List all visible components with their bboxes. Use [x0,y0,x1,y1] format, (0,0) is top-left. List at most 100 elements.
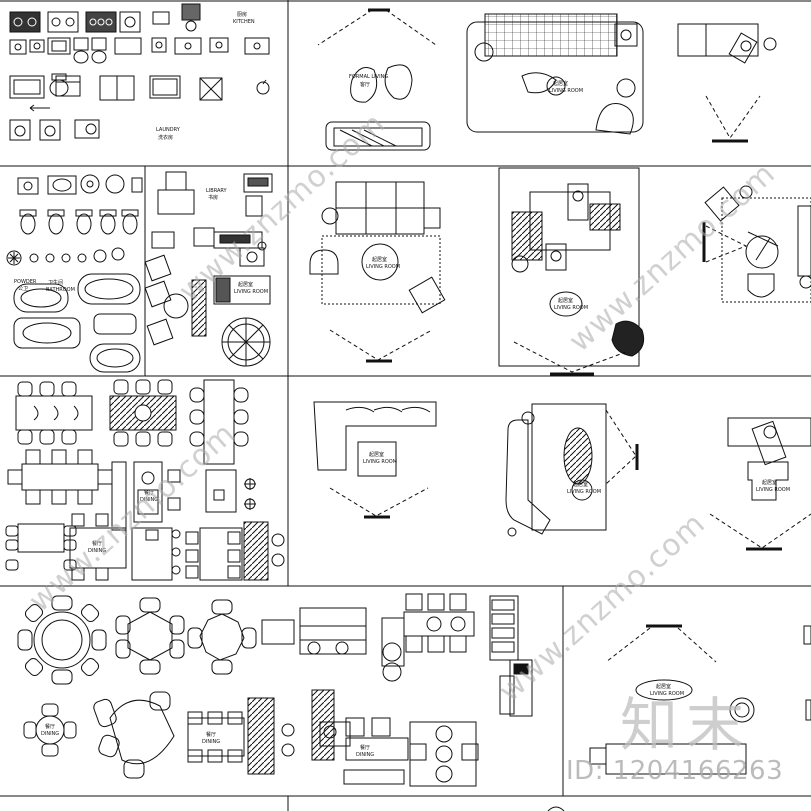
round-table-icon [115,597,185,675]
sink-icon [17,177,39,195]
dining-en-label: DINING [88,548,106,554]
living-room-en-label: LIVING ROOM [554,305,588,311]
dining-table-icon [205,469,237,513]
library-labels: LIBRARY 书房 起居室 LIVING ROOM [206,188,268,295]
living-room-cn-label: 起居室 [372,256,387,263]
armchair-icon [611,320,645,357]
sectional-living-labels: 起居室 LIVING ROOM [363,451,397,465]
person-at-sink-icon [73,37,89,64]
appliance-icon [152,11,170,25]
dining-en-label: DINING [140,497,158,503]
seated-person-icon [545,243,567,271]
long-table-icon [133,461,163,523]
person-sofa-living-labels: 起居室 LIVING ROOM [756,479,790,493]
cooktop-icon [119,11,141,33]
formal-living-cn-label: 客厅 [360,81,370,88]
living-room-en-label: LIVING ROOM [363,459,397,465]
dining-blocks-panel [5,379,285,581]
person-at-sink-icon [91,37,107,64]
library-living-en-label: LIVING ROOM [234,289,268,295]
dining-table-icon [69,513,127,581]
kitchen-en-label: KITCHEN [233,19,255,25]
toilet-icon [121,209,139,235]
living-room-top-labels: 起居室 LIVING ROOM [549,80,583,94]
living-mid-center-labels: 起居室 LIVING ROOM [554,297,588,311]
fridge-icon [55,75,81,97]
bathtub-icon [13,283,69,313]
powder-cn-label: 卫生间 [48,279,63,286]
study-desk-plan [677,23,777,143]
sink-icon [80,174,100,194]
dining-table-icon [109,379,177,447]
bathtub-icon [89,343,141,373]
bottom-right-living-labels: 起居室 LIVING ROOM [650,683,684,697]
cooktop-icon [47,11,79,33]
person-figure-icon [49,73,69,97]
library-en-label: LIBRARY [206,188,228,194]
sideboard-icon [243,521,285,581]
toilet-icon [19,209,37,235]
desk-icon [213,275,271,305]
dining-cn-label: 餐厅 [144,489,154,496]
dining-table-icon [185,527,243,581]
mixed-panel-labels: 餐厅 DINING 餐厅 DINING [202,731,374,758]
toilet-icon [99,209,117,235]
lounge-chair [595,103,634,135]
round-dining-panel [17,595,257,779]
sectional-sofa [484,13,618,57]
living-room-en-label: LIVING ROOM [650,691,684,697]
dining-cn-label: 餐厅 [92,540,102,547]
round-dining-labels: 餐厅 DINING [41,723,59,737]
mixed-blocks-panel [187,593,533,787]
timer-icon [256,79,270,95]
armchair-icon [146,318,174,346]
living-room-cn-label: 起居室 [553,80,568,87]
living-room-en-label: LIVING ROOM [366,264,400,270]
formal-living-labels: FORMAL LIVING 客厅 [349,74,388,88]
curved-sofa-living-labels: 起居室 LIVING ROOM [567,481,601,495]
bathtub-icon [77,273,141,305]
round-table-icon [187,599,257,675]
round-table-icon [221,317,271,367]
faucet-icon [61,253,71,263]
oven-icon [9,75,45,99]
bathroom-en-label: BATHROOM [46,287,75,293]
library-living-cn-label: 起居室 [238,281,253,288]
laundry-en-label: LAUNDRY [156,127,181,133]
dining-cn-label: 餐厅 [45,723,55,730]
dining-chair-row [17,381,77,445]
curved-sofa [505,419,551,535]
bookshelf-icon [191,279,207,337]
round-table-icon [23,703,77,757]
dining-en-label: DINING [41,731,59,737]
armchair-icon [144,254,172,282]
living-room-en-label: LIVING ROOM [567,489,601,495]
seated-person-icon [751,420,787,466]
seated-person-icon [728,32,758,64]
sink-icon [105,174,125,194]
living-room-cn-label: 起居室 [573,481,588,488]
dryer-icon [74,119,100,139]
toilet-icon [75,209,93,235]
arrow-icon [29,104,50,112]
plant-icon [6,250,22,266]
bathroom-blocks-panel [6,174,143,373]
sink-icon [47,37,71,55]
dining-panel-labels: 餐厅 DINING 餐厅 DINING [88,489,158,554]
dining-en-label: DINING [356,752,374,758]
person-sofa-living-plan [709,417,811,551]
dining-cn-label: 餐厅 [206,731,216,738]
curved-sofa-living-plan [505,403,639,537]
sectional-sofa [313,401,437,471]
sink-icon [244,37,270,55]
sink-icon [114,37,142,55]
formal-living-en-label: FORMAL LIVING [349,74,388,80]
armchair [309,249,339,275]
living-mid-left-labels: 起居室 LIVING ROOM [366,256,400,270]
library-blocks-panel [144,171,273,367]
kitchen-panel-labels: 厨房 KITCHEN LAUNDRY 洗衣房 [156,11,255,141]
desk-icon [157,171,195,215]
living-room-plan-mid-center [498,167,645,376]
